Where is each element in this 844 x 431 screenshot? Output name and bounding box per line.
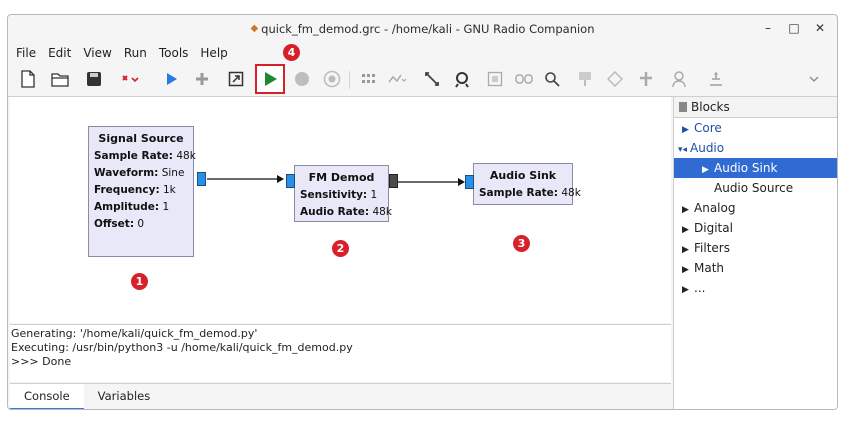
- fm-demod-in-port[interactable]: [286, 174, 295, 188]
- expand-arrow-icon: ▶: [682, 265, 689, 275]
- profile-icon[interactable]: [669, 68, 691, 90]
- blocks-panel-icon: [679, 102, 687, 112]
- screen-capture-icon[interactable]: [225, 68, 247, 90]
- maximize-button[interactable]: □: [788, 21, 800, 35]
- enable-icon[interactable]: [574, 68, 596, 90]
- callout-two: 2: [332, 240, 349, 257]
- fm-demod-out-port[interactable]: [389, 174, 398, 188]
- param-sample-rate: Sample Rate: 48k: [94, 150, 196, 162]
- param-audio-rate: Audio Rate: 48k: [300, 206, 392, 218]
- param-waveform: Waveform: Sine: [94, 167, 185, 179]
- collapse-arrow-icon: ▾◂: [678, 145, 688, 155]
- tab-console[interactable]: Console: [10, 384, 84, 409]
- tree-item-audio-source[interactable]: Audio Source: [714, 181, 794, 195]
- new-file-icon[interactable]: [17, 68, 39, 90]
- tree-item-filters[interactable]: ▶Filters: [674, 238, 837, 258]
- menu-help[interactable]: Help: [200, 46, 228, 60]
- console-line: Executing: /usr/bin/python3 -u /home/kal…: [11, 341, 353, 354]
- move-icon[interactable]: [421, 68, 443, 90]
- kill-icon[interactable]: [321, 68, 343, 90]
- stop-icon[interactable]: [291, 68, 313, 90]
- grid-icon[interactable]: [359, 68, 381, 90]
- menu-bar: File Edit View Run Tools Help: [8, 43, 234, 63]
- tree-item-core[interactable]: ▶Core: [674, 118, 837, 138]
- param-frequency: Frequency: 1k: [94, 184, 176, 196]
- audio-sink-block[interactable]: Audio Sink Sample Rate: 48k: [473, 163, 581, 205]
- hier-icon[interactable]: [635, 68, 657, 90]
- tree-item-audio[interactable]: ▾◂Audio: [674, 138, 837, 158]
- tree-item-audio-sink[interactable]: ▶Audio Sink: [674, 158, 837, 178]
- blocks-header-label: Blocks: [691, 100, 730, 114]
- window-title: quick_fm_demod.grc - /home/kali - GNU Ra…: [261, 21, 595, 36]
- param-offset: Offset: 0: [94, 218, 145, 230]
- console-line: >>> Done: [11, 355, 72, 368]
- toolbar-separator: [349, 71, 350, 89]
- title-icon: ◆: [250, 23, 259, 34]
- expand-arrow-icon: ▶: [682, 225, 689, 235]
- param-sample-rate: Sample Rate: 48k: [479, 187, 581, 199]
- open-folder-icon[interactable]: [49, 68, 71, 90]
- tree-item-analog[interactable]: ▶Analog: [674, 198, 837, 218]
- expand-arrow-icon: ▶: [682, 285, 689, 295]
- search-icon[interactable]: [451, 68, 473, 90]
- bottom-tabs: Console Variables: [10, 383, 671, 409]
- param-amplitude: Amplitude: 1: [94, 201, 170, 213]
- blocks-panel: Blocks ▶Core ▾◂Audio ▶Audio Sink Audio S…: [673, 97, 837, 409]
- callout-one: 1: [131, 273, 148, 290]
- tree-item-more[interactable]: ▶...: [674, 278, 837, 298]
- window-controls: – □ ✕: [757, 19, 831, 37]
- play-flow-icon[interactable]: [160, 68, 182, 90]
- tools-icon[interactable]: [705, 68, 727, 90]
- close-window-button[interactable]: ✕: [814, 21, 826, 35]
- tree-item-digital[interactable]: ▶Digital: [674, 218, 837, 238]
- param-sensitivity: Sensitivity: 1: [300, 189, 378, 201]
- rotate-icon[interactable]: [386, 68, 408, 90]
- main-window: ◆ quick_fm_demod.grc - /home/kali - GNU …: [7, 14, 838, 410]
- block-title: Signal Source: [98, 132, 184, 145]
- toolbar: [8, 64, 837, 97]
- menu-view[interactable]: View: [83, 46, 112, 60]
- flowgraph-canvas[interactable]: Signal Source Sample Rate: 48k Waveform:…: [10, 97, 671, 323]
- menu-file[interactable]: File: [16, 46, 37, 60]
- console-output[interactable]: Generating: '/home/kali/quick_fm_demod.p…: [10, 324, 671, 382]
- connection-lines: [207, 175, 465, 186]
- save-icon[interactable]: [83, 68, 105, 90]
- menu-tools[interactable]: Tools: [158, 46, 189, 60]
- expand-arrow-icon: ▶: [682, 245, 689, 255]
- menu-edit[interactable]: Edit: [48, 46, 72, 60]
- link-icon[interactable]: [513, 68, 535, 90]
- minimize-button[interactable]: –: [765, 21, 771, 35]
- bypass-icon[interactable]: [484, 68, 506, 90]
- console-line: Generating: '/home/kali/quick_fm_demod.p…: [11, 327, 258, 340]
- title-bar: ◆ quick_fm_demod.grc - /home/kali - GNU …: [8, 15, 837, 42]
- tree-item-math[interactable]: ▶Math: [674, 258, 837, 278]
- execute-icon[interactable]: [259, 68, 281, 90]
- find-icon[interactable]: [541, 68, 563, 90]
- tab-variables[interactable]: Variables: [97, 389, 151, 403]
- callout-three: 3: [513, 235, 530, 252]
- callout-four: 4: [283, 44, 300, 61]
- block-title: Audio Sink: [489, 169, 557, 182]
- blocks-header: Blocks: [674, 97, 837, 118]
- block-title: FM Demod: [308, 171, 375, 184]
- add-icon[interactable]: [191, 68, 213, 90]
- close-icon[interactable]: [119, 68, 141, 90]
- expand-arrow-icon: ▶: [682, 125, 689, 135]
- signal-source-out-port[interactable]: [197, 172, 206, 186]
- menu-run[interactable]: Run: [123, 46, 147, 60]
- expand-arrow-icon: ▶: [702, 165, 709, 175]
- fm-demod-block[interactable]: FM Demod Sensitivity: 1 Audio Rate: 48k: [294, 165, 392, 222]
- expand-arrow-icon: ▶: [682, 205, 689, 215]
- disable-icon[interactable]: [604, 68, 626, 90]
- signal-source-block[interactable]: Signal Source Sample Rate: 48k Waveform:…: [88, 126, 196, 257]
- more-icon[interactable]: [803, 68, 825, 90]
- audio-sink-in-port[interactable]: [465, 175, 474, 189]
